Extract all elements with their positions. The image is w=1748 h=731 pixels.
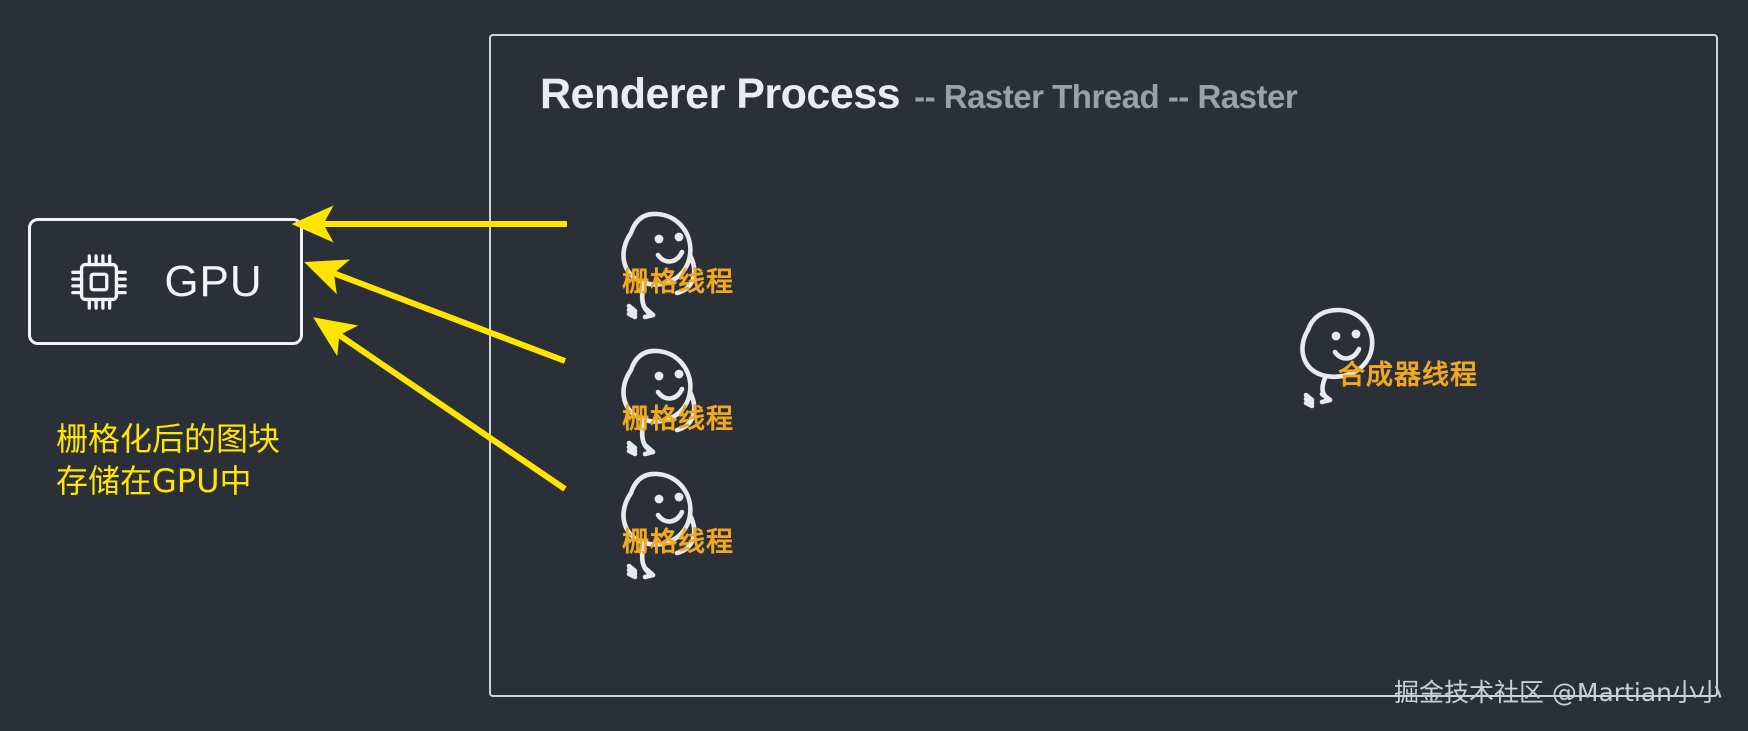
raster-thread-figure-1 (595, 195, 725, 325)
raster-thread-figure-2 (595, 332, 725, 462)
raster-thread-label-3: 栅格线程 (622, 527, 734, 558)
panel-title-main: Renderer Process (540, 70, 901, 118)
compositor-thread-label: 合成器线程 (1338, 360, 1478, 391)
panel-title-subtitle: -- Raster Thread -- Raster (914, 78, 1298, 115)
gpu-caption-line-1: 栅格化后的图块 (56, 420, 281, 458)
raster-thread-label-2: 栅格线程 (622, 404, 734, 435)
cpu-chip-icon (68, 251, 130, 313)
watermark: 掘金技术社区 @Martian小小 (1393, 678, 1722, 707)
gpu-caption-line-2: 存储在GPU中 (56, 462, 252, 501)
renderer-process-title: Renderer Process -- Raster Thread -- Ras… (540, 70, 1298, 119)
gpu-caption: 栅格化后的图块 存储在GPU中 (56, 418, 356, 502)
raster-thread-figure-3 (595, 455, 725, 585)
raster-thread-label-1: 栅格线程 (622, 267, 734, 298)
gpu-box: GPU (28, 218, 303, 345)
gpu-label: GPU (164, 256, 263, 306)
compositor-thread-figure (1278, 290, 1408, 420)
